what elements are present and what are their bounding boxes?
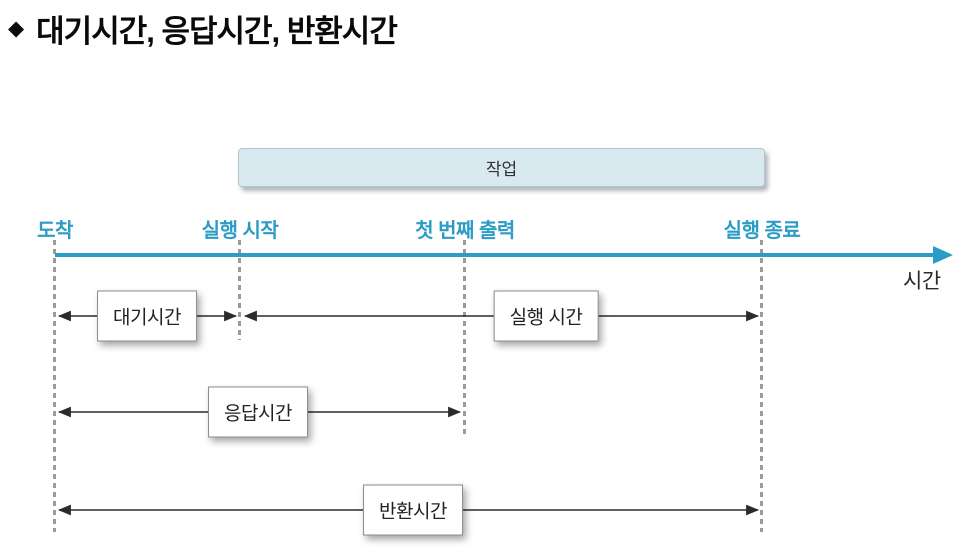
measure-label-wait-time: 대기시간: [97, 290, 197, 342]
event-label-exec-start: 실행 시작: [201, 220, 279, 242]
diamond-bullet-icon: ◆: [8, 17, 25, 40]
job-box-label: 작업: [485, 160, 518, 179]
dotted-line-exec-end: [760, 240, 763, 532]
time-axis-label: 시간: [903, 270, 941, 293]
page-title: ◆ 대기시간, 응답시간, 반환시간: [8, 6, 398, 51]
event-label-arrival: 도착: [37, 220, 73, 242]
dotted-line-first-output: [463, 240, 466, 437]
measure-label-turnaround-time: 반환시간: [363, 484, 463, 536]
timeline-axis: [55, 253, 937, 257]
dotted-line-arrival: [53, 240, 56, 532]
measure-label-exec-time: 실행 시간: [493, 290, 599, 342]
title-text: 대기시간, 응답시간, 반환시간: [36, 14, 398, 49]
timeline-arrowhead-icon: [933, 246, 953, 264]
job-box: 작업: [238, 148, 765, 187]
measure-label-response-time: 응답시간: [208, 386, 308, 438]
event-label-exec-end: 실행 종료: [723, 220, 801, 242]
event-label-first-output: 첫 번째 출력: [415, 220, 515, 242]
dotted-line-exec-start: [238, 240, 241, 340]
